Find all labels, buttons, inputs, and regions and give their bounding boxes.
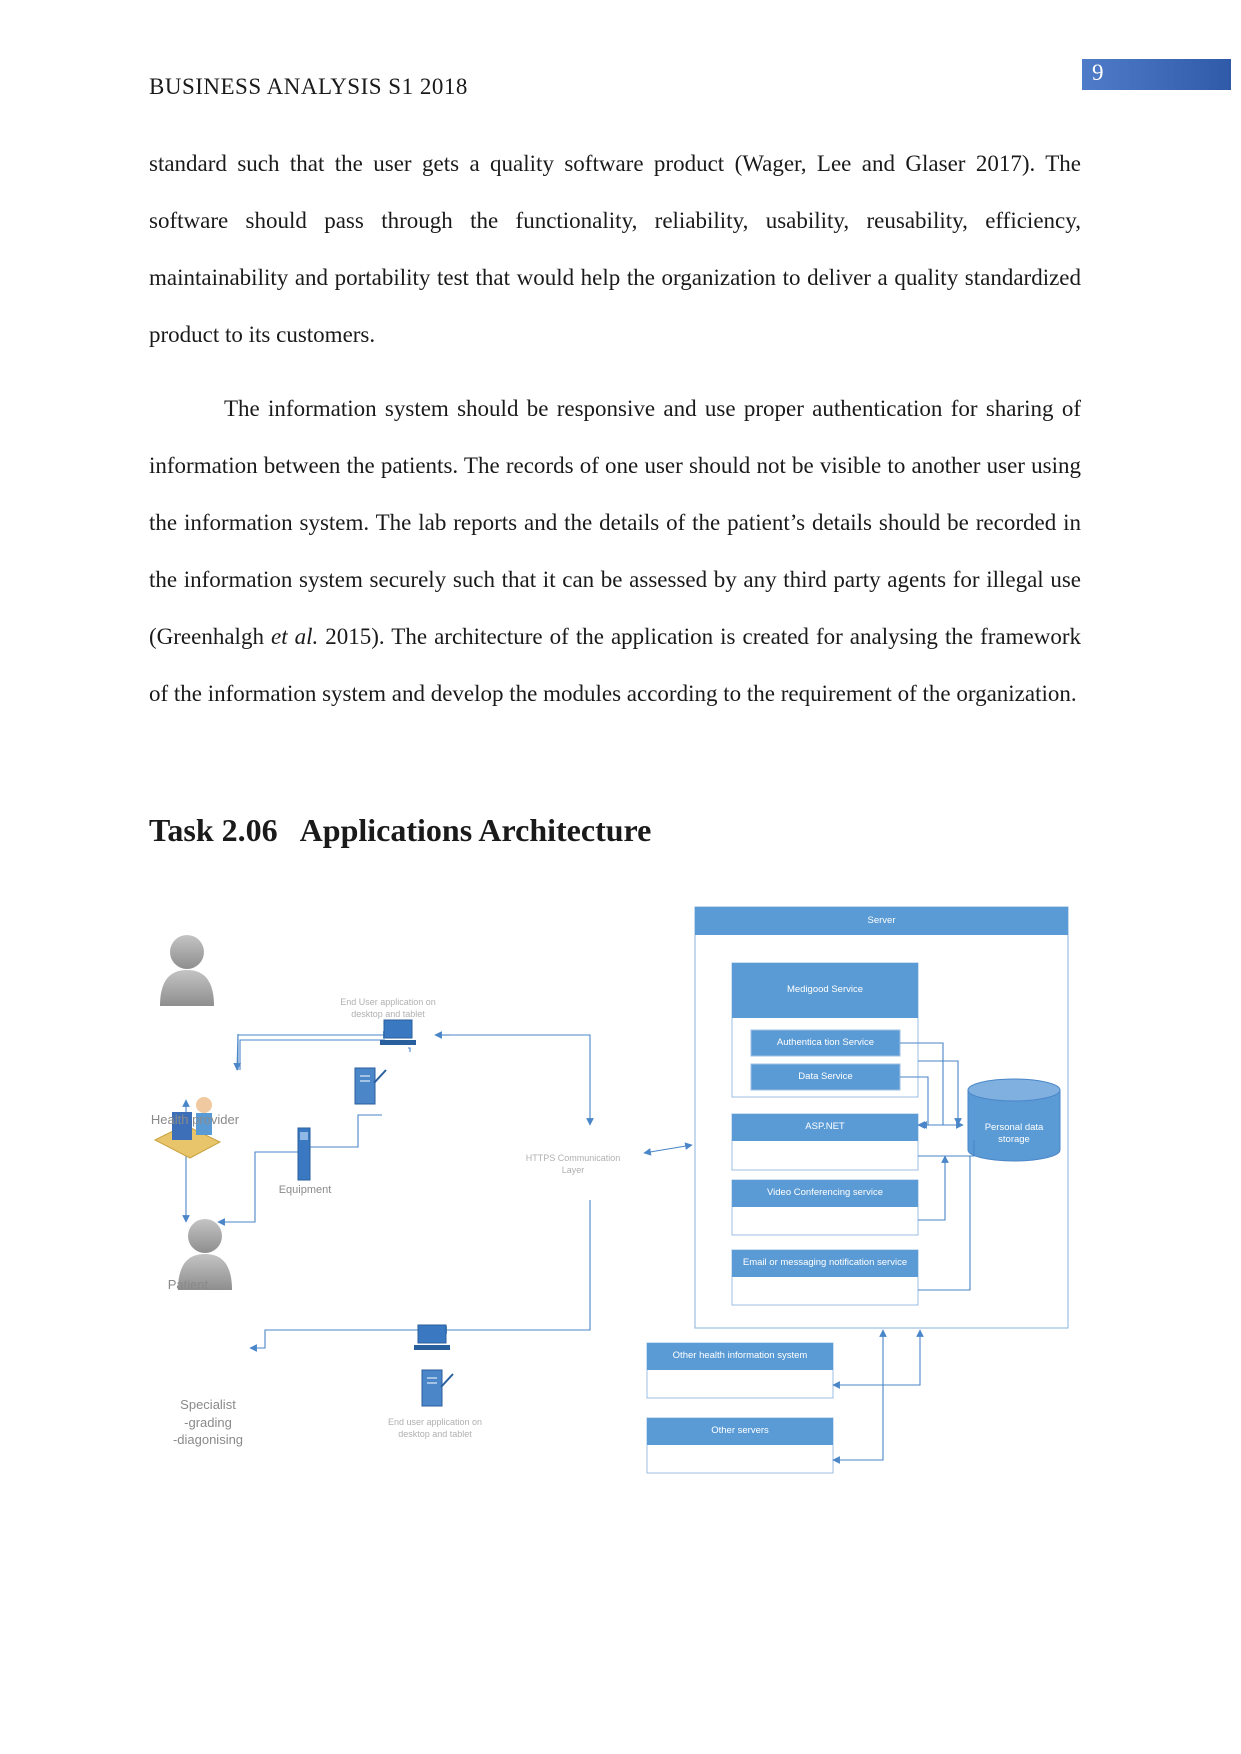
paragraph-2: The information system should be respons… xyxy=(149,380,1081,722)
health-provider-label: Health provider xyxy=(150,1112,240,1127)
https-layer-label: HTTPS Communication Layer xyxy=(525,1153,621,1175)
section-heading: Task 2.06 Applications Architecture xyxy=(149,812,651,849)
paragraph-2-start: The information system should be respons… xyxy=(149,396,1081,649)
video-conferencing-label: Video Conferencing service xyxy=(766,1187,883,1198)
authentication-service-label: Authentica tion Service xyxy=(776,1037,875,1048)
server-title: Server xyxy=(867,915,896,926)
authentication-service-box xyxy=(750,1029,901,1057)
other-health-system-label: Other health information system xyxy=(672,1350,808,1361)
tablet-icon-top xyxy=(354,1067,387,1105)
end-user-app-bottom-label: End user application on desktop and tabl… xyxy=(387,1417,483,1439)
medigood-service-label: Medigood Service xyxy=(786,984,864,995)
personal-data-storage-cylinder xyxy=(967,1078,1061,1162)
data-service-label: Data Service xyxy=(798,1071,853,1082)
patient-label: Patient xyxy=(167,1277,209,1292)
https-server-arrow xyxy=(643,1142,693,1156)
other-health-system-box xyxy=(646,1342,834,1399)
personal-data-storage-label: Personal data storage xyxy=(984,1122,1044,1145)
paragraph-2-italic: et al. xyxy=(270,624,319,649)
aspnet-label: ASP.NET xyxy=(805,1121,845,1132)
architecture-diagram: Server Medigood Service Authentica tion … xyxy=(150,900,1090,1500)
section-title: Applications Architecture xyxy=(299,812,652,848)
equipment-label: Equipment xyxy=(278,1184,332,1196)
video-conferencing-box xyxy=(731,1179,919,1236)
aspnet-box xyxy=(731,1113,919,1171)
diagram-canvas xyxy=(153,906,1069,1474)
page-number-bar: 9 xyxy=(1082,59,1231,90)
client-connectors xyxy=(182,1031,594,1352)
paragraph-1: standard such that the user gets a quali… xyxy=(149,151,1081,347)
page-number: 9 xyxy=(1092,60,1104,85)
running-header: BUSINESS ANALYSIS S1 2018 xyxy=(149,74,468,99)
laptop-icon-top xyxy=(380,1019,416,1045)
other-servers-label: Other servers xyxy=(711,1425,769,1436)
section-number: Task 2.06 xyxy=(149,812,278,848)
paragraph-2-end: 2015). The architecture of the applicati… xyxy=(149,624,1081,706)
server-connectors xyxy=(900,1042,975,1291)
tablet-icon-bottom xyxy=(421,1369,454,1407)
end-user-app-top-label: End User application on desktop and tabl… xyxy=(340,997,436,1019)
health-provider-icon xyxy=(160,935,214,1006)
other-servers-box xyxy=(646,1417,834,1474)
equipment-icon xyxy=(297,1127,311,1181)
specialist-grading-label: -grading xyxy=(184,1415,232,1430)
external-connectors xyxy=(832,1329,924,1464)
email-notification-label: Email or messaging notification service xyxy=(742,1257,908,1268)
email-notification-box xyxy=(731,1249,919,1306)
specialist-diagnosing-label: -diagonising xyxy=(172,1432,244,1447)
data-service-box xyxy=(750,1063,901,1091)
laptop-icon-bottom xyxy=(414,1324,450,1350)
patient-icon xyxy=(153,1097,222,1159)
specialist-label: Specialist xyxy=(180,1397,236,1412)
specialist-icon xyxy=(178,1219,232,1290)
